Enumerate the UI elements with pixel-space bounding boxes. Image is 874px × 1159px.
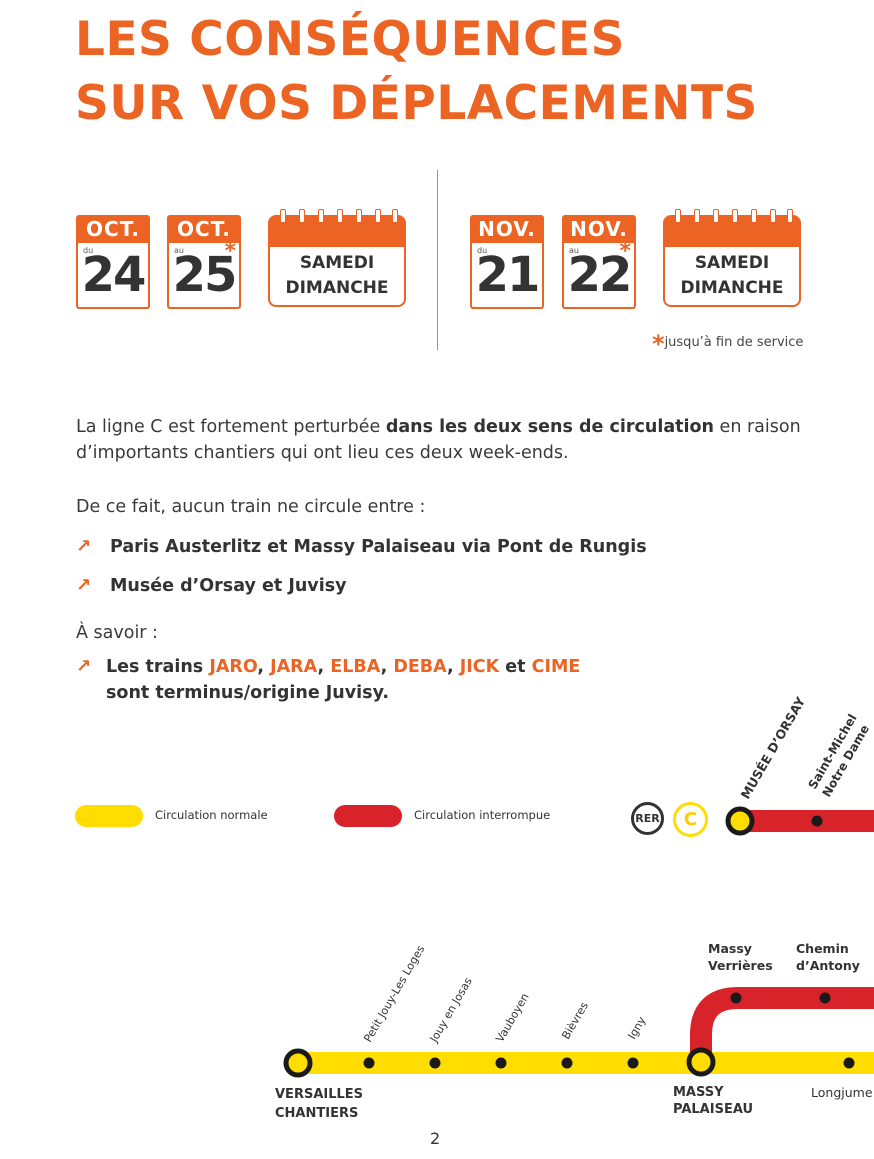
train-code: JARA (270, 657, 318, 677)
calendar-line-1: SAMEDI (299, 253, 375, 273)
separator: , (257, 657, 271, 677)
station-label-versailles-1: VERSAILLES (275, 1087, 363, 1102)
intro-text-d: d’importants chantiers qui ont lieu ces … (76, 443, 569, 463)
intro-text-bold: dans les deux sens de circulation (385, 417, 714, 437)
calendar-oct-25: OCT. au 25 * (167, 215, 241, 310)
train-code: JARO (209, 657, 258, 677)
train-code: JICK (459, 657, 500, 677)
calendar-prefix: au (569, 246, 579, 255)
station-label-jouy: Jouy en Josas (427, 975, 475, 1045)
bullet-item-1: ↗ Paris Austerlitz et Massy Palaiseau via… (76, 534, 647, 560)
arrow-up-right-icon: ↗ (76, 575, 92, 596)
train-code: DEBA (393, 657, 448, 677)
calendar-prefix: du (83, 246, 94, 255)
train-code: ELBA (330, 657, 381, 677)
calendar-month: OCT. (167, 215, 241, 243)
calendar-month: OCT. (76, 215, 150, 243)
calendar-prefix: du (477, 246, 488, 255)
separator: , (447, 657, 460, 677)
station-label-massy-verrieres-2: Verrières (708, 958, 773, 973)
footnote: *jusqu’à fin de service (652, 330, 803, 358)
separator: et (499, 657, 532, 677)
calendar-line-2: DIMANCHE (285, 278, 389, 298)
calendar-weekend-2: SAMEDI DIMANCHE (663, 209, 801, 310)
station-label-chemin-antony-2: d’Antony (796, 958, 860, 973)
station-terminus-marker (725, 806, 755, 836)
calendar-day: 21 (475, 247, 541, 303)
rer-logo: RER (631, 802, 664, 835)
intro-text-a: La ligne C est fortement perturbée (76, 417, 386, 437)
station-label-massy-palaiseau-1: MASSY (673, 1085, 724, 1100)
bullet-item-2: ↗ Musée d’Orsay et Juvisy (76, 573, 347, 599)
separator: , (380, 657, 394, 677)
arrow-up-right-icon: ↗ (76, 536, 92, 557)
footnote-text: jusqu’à fin de service (664, 335, 804, 350)
asterisk-icon: * (652, 330, 665, 358)
station-label-versailles-2: CHANTIERS (275, 1106, 358, 1121)
station-label-petit-jouy: Petit Jouy-Les Loges (361, 943, 427, 1045)
station-terminus-marker (686, 1047, 716, 1077)
calendar-month: NOV. (470, 215, 544, 243)
station-marker (730, 992, 742, 1004)
calendar-line-1: SAMEDI (694, 253, 770, 273)
station-label-chemin-antony-1: Chemin (796, 941, 849, 956)
calendar-rings (663, 209, 801, 247)
title-line-2: SUR VOS DÉPLACEMENTS (75, 76, 758, 131)
station-label-igny: Igny (625, 1014, 648, 1041)
legend-swatch-normal (75, 805, 143, 827)
bullet-text: Paris Austerlitz et Massy Palaiseau via … (110, 537, 647, 557)
calendar-weekend-1: SAMEDI DIMANCHE (268, 209, 406, 310)
asterisk-icon: * (619, 239, 631, 264)
asterisk-icon: * (224, 239, 236, 264)
line-c-logo: C (673, 802, 708, 837)
calendar-day: 22 (567, 247, 633, 303)
calendar-month: NOV. (562, 215, 636, 243)
station-marker (811, 815, 823, 827)
no-train-paragraph: De ce fait, aucun train ne circule entre… (76, 497, 426, 517)
station-label-longjumeau: Longjume (811, 1085, 873, 1100)
calendar-oct-24: OCT. du 24 (76, 215, 150, 310)
bullet-text-tail: sont terminus/origine Juvisy. (106, 683, 390, 703)
station-label-massy-palaiseau-2: PALAISEAU (673, 1102, 753, 1117)
intro-paragraph: La ligne C est fortement perturbée dans … (76, 414, 801, 466)
station-marker (495, 1057, 507, 1069)
station-marker (843, 1057, 855, 1069)
bullet-item-trains: ↗ Les trains JARO, JARA, ELBA, DEBA, JICK… (76, 654, 580, 706)
station-marker (819, 992, 831, 1004)
vertical-divider (437, 170, 438, 350)
calendar-day: 25 (172, 247, 238, 303)
arrow-up-right-icon: ↗ (76, 656, 92, 677)
station-marker (627, 1057, 639, 1069)
station-label-vauboyen: Vauboyen (493, 991, 531, 1045)
station-label-musee-orsay: MUSÉE D’ORSAY (738, 694, 809, 802)
bullet-text: Musée d’Orsay et Juvisy (110, 576, 347, 596)
title-line-1: LES CONSÉQUENCES (75, 12, 626, 67)
calendar-prefix: au (174, 246, 184, 255)
a-savoir-heading: À savoir : (76, 623, 158, 643)
separator: , (317, 657, 331, 677)
legend-label-interrupted: Circulation interrompue (414, 808, 551, 822)
legend-swatch-interrupted (334, 805, 402, 827)
page-title: LES CONSÉQUENCES SUR VOS DÉPLACEMENTS (75, 8, 758, 136)
station-terminus-marker (283, 1048, 313, 1078)
calendar-nov-21: NOV. du 21 (470, 215, 544, 310)
calendar-day: 24 (81, 247, 147, 303)
station-marker (561, 1057, 573, 1069)
station-label-massy-verrieres-1: Massy (708, 941, 752, 956)
station-label-bievres: Bièvres (559, 1000, 591, 1042)
intro-text-c: en raison (713, 417, 801, 437)
calendar-nov-22: NOV. au 22 * (562, 215, 636, 310)
station-marker (363, 1057, 375, 1069)
calendar-rings (268, 209, 406, 247)
calendar-line-2: DIMANCHE (680, 278, 784, 298)
station-marker (429, 1057, 441, 1069)
page-number: 2 (430, 1129, 441, 1148)
legend-label-normal: Circulation normale (155, 808, 268, 822)
train-code: CIME (531, 657, 581, 677)
bullet-text-lead: Les trains (106, 657, 210, 677)
